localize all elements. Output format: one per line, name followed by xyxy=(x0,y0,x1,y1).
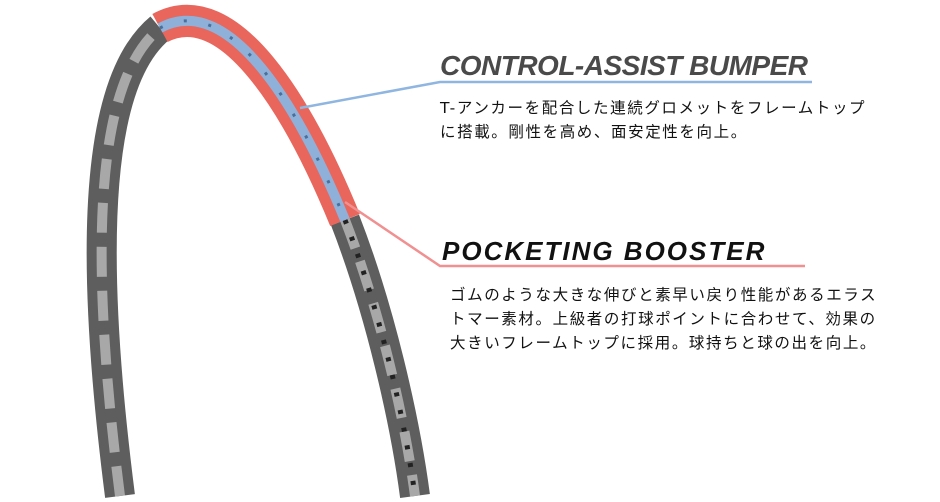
description-line: T-アンカーを配合した連続グロメットをフレームトップ xyxy=(440,99,867,117)
description-line: ゴムのような大きな伸びと素早い戻り性能があるエラス xyxy=(450,286,878,304)
pocketing-booster-title: POCKETING BOOSTER xyxy=(442,236,767,266)
control-assist-bumper-description: T-アンカーを配合した連続グロメットをフレームトップ に搭載。剛性を高め、面安定… xyxy=(440,96,866,144)
frame-left-side xyxy=(86,16,171,498)
description-line: 大きいフレームトップに採用。球持ちと球の出を向上。 xyxy=(450,334,878,352)
description-line: トマー素材。上級者の打球ポイントに合わせて、効果の xyxy=(450,310,877,328)
bumper-leader-line xyxy=(299,80,812,110)
racket-frame xyxy=(86,5,430,498)
pocketing-booster-description: ゴムのような大きな伸びと素早い戻り性能があるエラス トマー素材。上級者の打球ポイ… xyxy=(450,283,877,355)
control-assist-bumper-section xyxy=(152,5,360,227)
control-assist-bumper-title: CONTROL-ASSIST BUMPER xyxy=(440,50,808,81)
booster-leader-line xyxy=(344,200,805,268)
description-line: に搭載。剛性を高め、面安定性を向上。 xyxy=(440,123,748,141)
frame-right-side xyxy=(331,214,430,498)
